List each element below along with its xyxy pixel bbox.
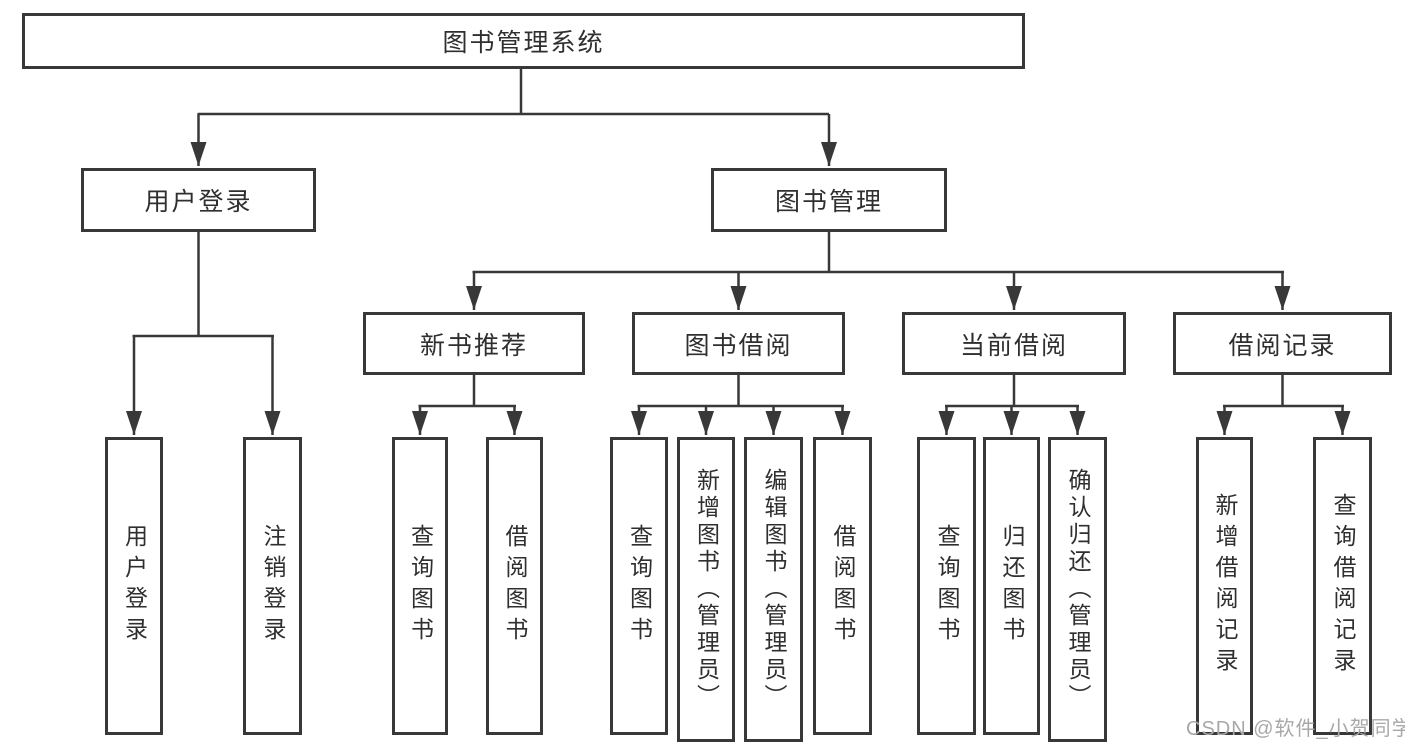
- leaf-bb-borrow-books: 借阅图书: [813, 437, 872, 735]
- node-book-management: 图书管理: [711, 168, 947, 232]
- leaf-bb-query-books: 查询图书: [610, 437, 668, 735]
- node-new-book-recommendation: 新书推荐: [363, 312, 585, 375]
- leaf-user-login: 用户登录: [105, 437, 163, 735]
- leaf-bb-add-books-admin: 新增图书（管理员）: [677, 437, 735, 742]
- node-book-borrowing: 图书借阅: [632, 312, 845, 375]
- leaf-logout: 注销登录: [243, 437, 302, 735]
- node-library-system: 图书管理系统: [22, 13, 1025, 69]
- node-user-login: 用户登录: [81, 168, 316, 232]
- leaf-nb-query-books: 查询图书: [392, 437, 448, 735]
- node-current-borrowing: 当前借阅: [902, 312, 1126, 375]
- leaf-br-query-record: 查询借阅记录: [1313, 437, 1372, 735]
- leaf-cb-query-books: 查询图书: [917, 437, 976, 735]
- leaf-nb-borrow-books: 借阅图书: [486, 437, 543, 735]
- leaf-cb-confirm-return-admin: 确认归还（管理员）: [1048, 437, 1107, 742]
- leaf-cb-return-books: 归还图书: [983, 437, 1040, 735]
- node-borrowing-records: 借阅记录: [1173, 312, 1392, 375]
- csdn-watermark: CSDN @软件_小贺同学: [1186, 718, 1405, 740]
- leaf-br-add-record: 新增借阅记录: [1196, 437, 1253, 735]
- leaf-bb-edit-books-admin: 编辑图书（管理员）: [744, 437, 803, 742]
